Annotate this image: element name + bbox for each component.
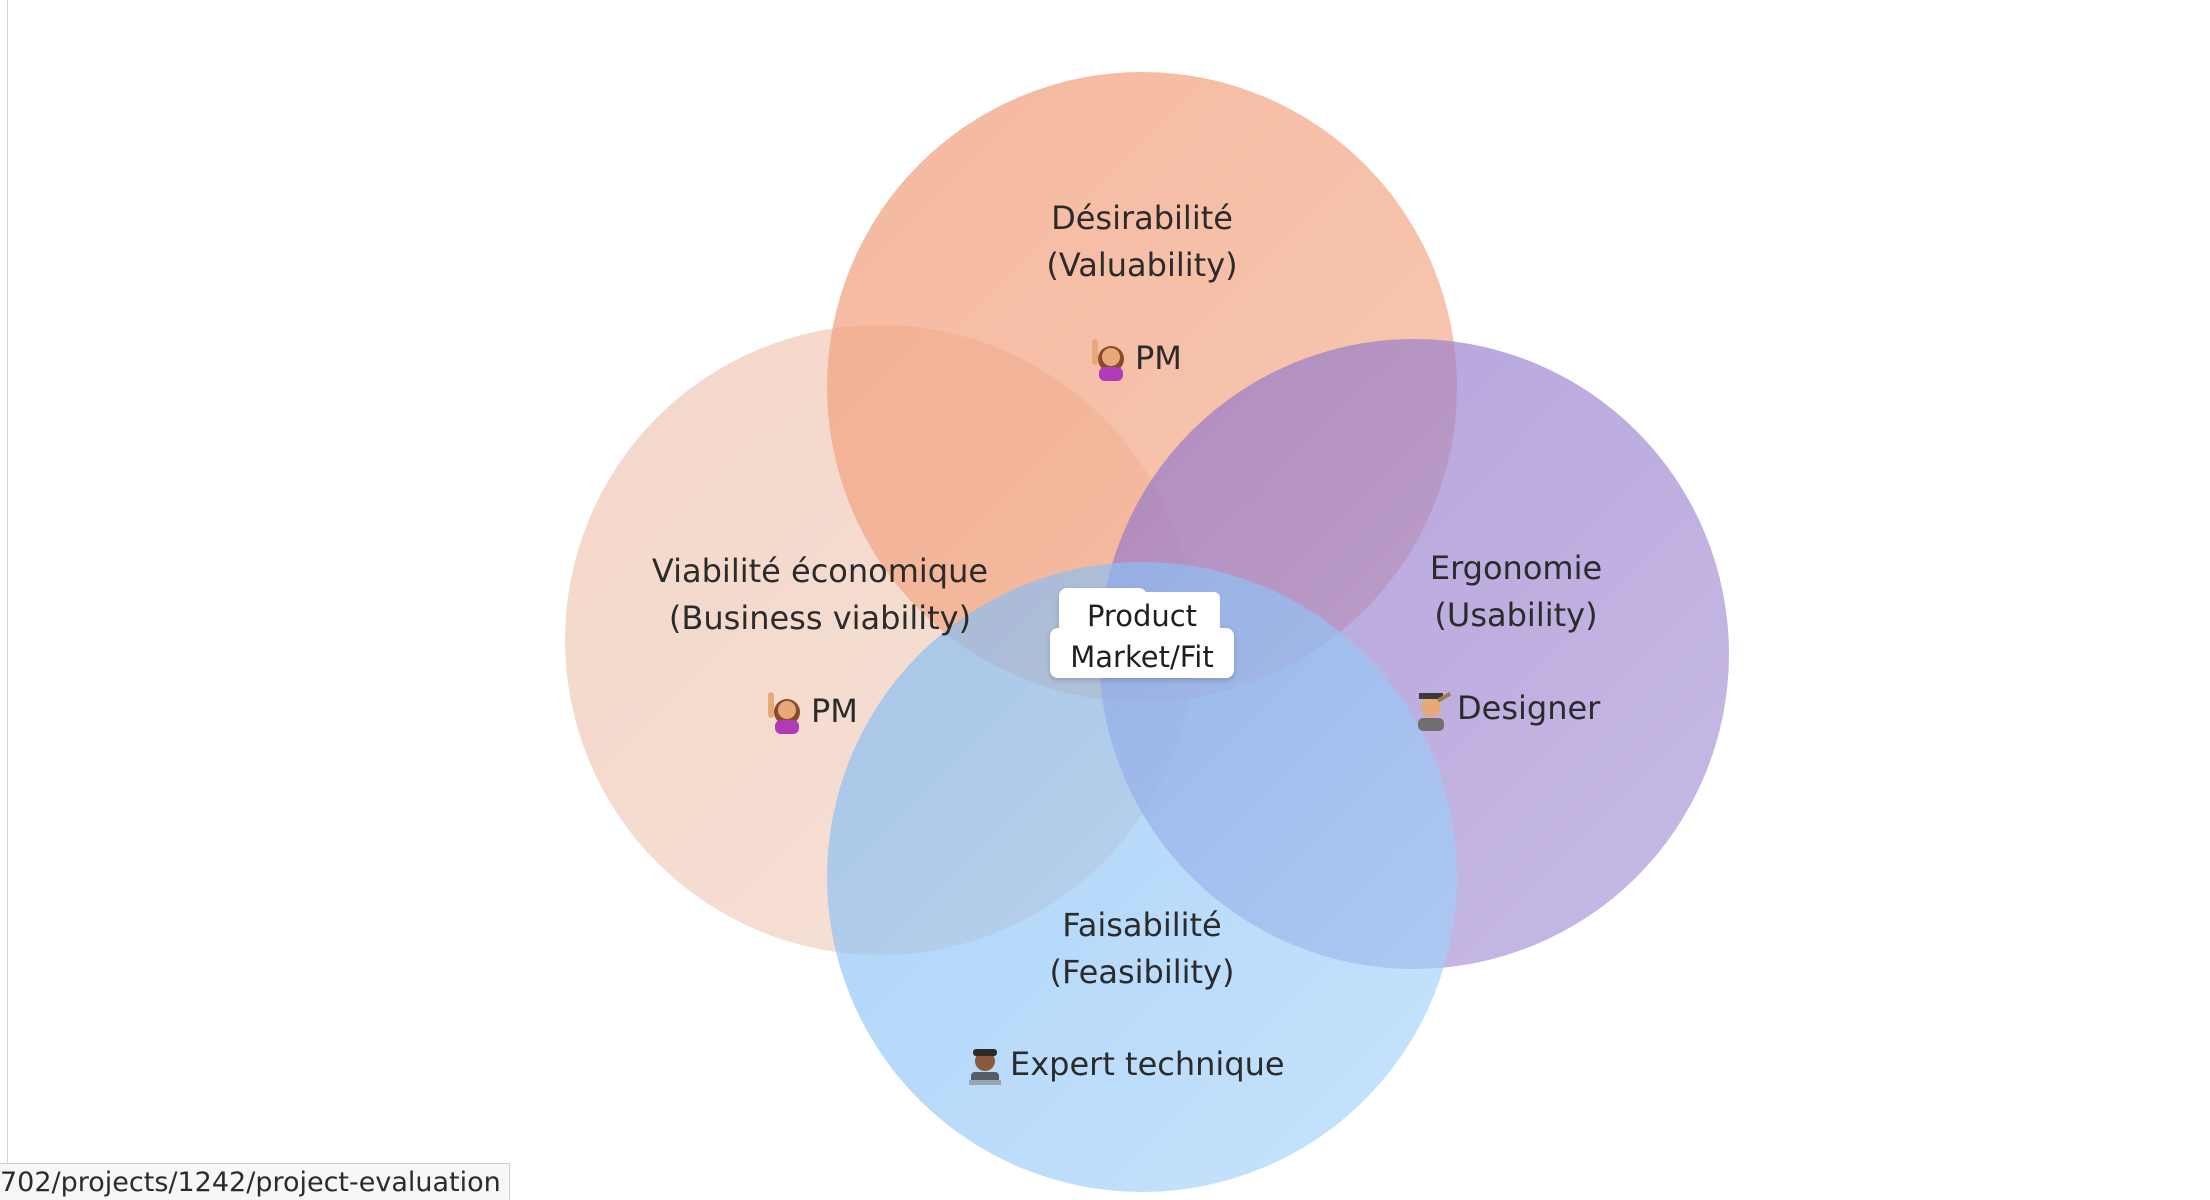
pmf-line-2: Market/Fit	[1070, 640, 1213, 674]
feasibility-title: Faisabilité	[1062, 906, 1221, 944]
window-edge-divider	[7, 0, 8, 1170]
usability-role: Designer	[1457, 689, 1601, 727]
man-technologist-icon	[969, 1049, 1001, 1085]
viability-title: Viabilité économique	[652, 552, 988, 590]
pmf-line-1: Product	[1087, 599, 1197, 633]
feasibility-subtitle: (Feasibility)	[1050, 953, 1235, 991]
desirability-title: Désirabilité	[1051, 199, 1233, 237]
man-teacher-icon	[1418, 692, 1452, 731]
product-market-fit-badge: Product Market/Fit	[1050, 588, 1234, 678]
usability-subtitle: (Usability)	[1434, 596, 1597, 634]
status-bar-url: 702/projects/1242/project-evaluation	[0, 1163, 510, 1200]
usability-title: Ergonomie	[1430, 549, 1602, 587]
desirability-subtitle: (Valuability)	[1046, 246, 1237, 284]
woman-raising-hand-icon	[768, 692, 800, 734]
woman-raising-hand-icon	[1092, 339, 1124, 381]
circle-feasibility	[827, 562, 1457, 1192]
viability-subtitle: (Business viability)	[669, 599, 971, 637]
desirability-role: PM	[1135, 339, 1182, 377]
feasibility-role: Expert technique	[1010, 1045, 1285, 1083]
viability-role: PM	[811, 692, 858, 730]
